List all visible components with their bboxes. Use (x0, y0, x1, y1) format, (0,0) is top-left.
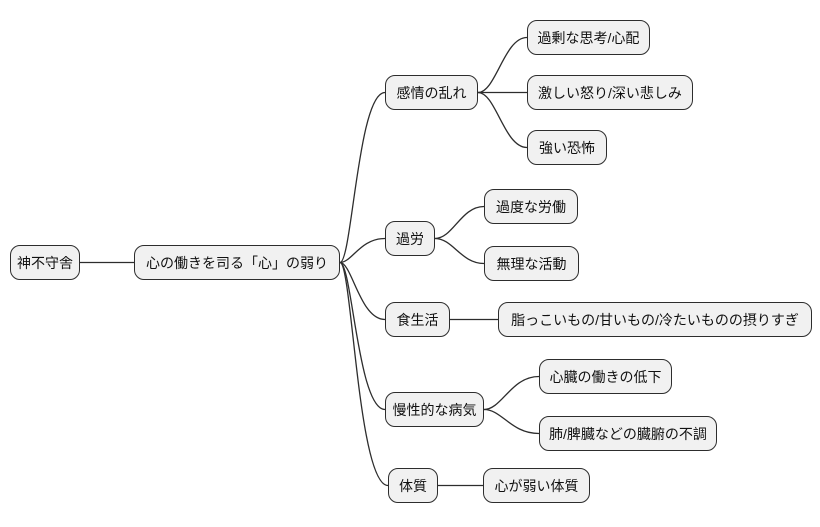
node-leaf-anger-sadness: 激しい怒り/深い悲しみ (527, 75, 693, 110)
edge-center-overwork (339, 237, 386, 264)
node-leaf-unreasonable-activity: 無理な活動 (484, 246, 579, 281)
node-branch-chronic-illness: 慢性的な病気 (385, 392, 484, 427)
edge-overwork-labor (434, 205, 485, 240)
node-leaf-strong-fear: 強い恐怖 (527, 130, 607, 165)
node-branch-overwork: 過労 (385, 221, 435, 256)
node-leaf-weak-heart-constitution: 心が弱い体質 (483, 468, 590, 503)
edge-overwork-activity (434, 237, 485, 265)
node-leaf-organ-disorder: 肺/脾臓などの臓腑の不調 (539, 416, 717, 451)
edge-emotions-worry (477, 36, 528, 94)
node-center: 心の働きを司る「心」の弱り (134, 245, 340, 280)
edge-center-chronic (339, 261, 386, 411)
node-branch-constitution: 体質 (388, 468, 438, 503)
edge-chronic-organs (483, 408, 540, 435)
edge-center-constitution (339, 261, 389, 487)
edge-chronic-heart (483, 375, 540, 411)
edge-emotions-fear (477, 91, 528, 149)
node-branch-emotions: 感情の乱れ (385, 75, 478, 110)
edge-center-diet (339, 261, 386, 321)
node-branch-diet: 食生活 (385, 302, 450, 337)
node-leaf-overeating: 脂っこいもの/甘いもの/冷たいものの摂りすぎ (498, 302, 812, 337)
node-leaf-heart-decline: 心臓の働きの低下 (539, 359, 672, 394)
node-root: 神不守舎 (10, 245, 80, 280)
edge-center-emotions (339, 91, 386, 264)
node-leaf-excess-worry: 過剰な思考/心配 (527, 20, 650, 55)
node-leaf-excess-labor: 過度な労働 (484, 189, 578, 224)
